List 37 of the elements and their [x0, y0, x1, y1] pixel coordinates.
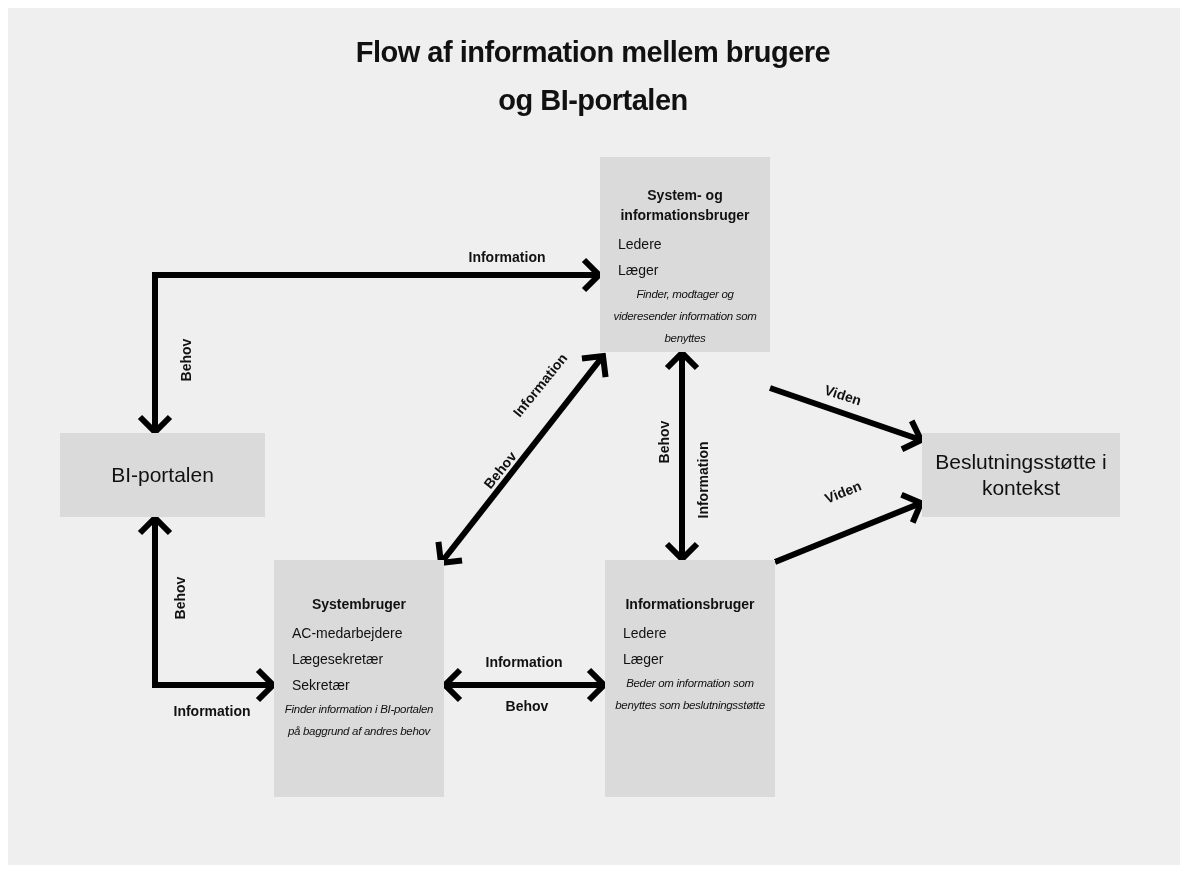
double-arrow: [435, 353, 609, 566]
node-heading: System- og informationsbruger: [619, 186, 751, 225]
process-box: [922, 433, 1120, 517]
role-item: Sekretær: [292, 676, 350, 695]
edge-label: Viden: [822, 381, 864, 409]
role-item: Ledere: [623, 624, 667, 643]
diagram-title: Flow af information mellem brugere og BI-portalen: [354, 35, 832, 118]
node-label: Beslutningsstøtte i kontekst: [934, 449, 1108, 501]
node-description: Finder, modtager og videresender information som benyttes: [612, 287, 758, 346]
arrow: [773, 491, 924, 565]
arrow: [769, 385, 924, 453]
role-item: Ledere: [618, 235, 662, 254]
role-item: Lægesekretær: [292, 650, 384, 669]
double-arrow: [137, 257, 602, 435]
node-heading: Informationsbruger: [624, 595, 756, 614]
flow-label: Behov: [656, 420, 672, 464]
double-arrow: [664, 350, 700, 562]
process-box: [274, 560, 444, 797]
process-box: [60, 433, 265, 517]
node-label: BI-portalen: [111, 462, 214, 488]
flow-label: Behov: [178, 338, 194, 382]
process-box: [600, 157, 770, 352]
process-box: [605, 560, 775, 797]
edge-label: Information: [173, 703, 251, 719]
edge-label: Information: [485, 654, 563, 670]
role-item: Læger: [618, 261, 659, 280]
node-description: Finder information i BI-portalen på baggrund af andres behov: [283, 702, 435, 739]
node-heading: Systembruger: [310, 595, 408, 614]
role-item: Læger: [623, 650, 664, 669]
edge-label: Information: [695, 441, 711, 519]
edge-label: Viden: [822, 477, 864, 507]
node-description: Beder om information som benyttes som beslutningsstøtte: [614, 676, 766, 713]
role-item: AC-medarbejdere: [292, 624, 403, 643]
double-arrow: [137, 515, 276, 703]
edge-label: Information: [468, 249, 546, 265]
flow-label: Behov: [172, 576, 188, 620]
flow-label: Behov: [505, 698, 549, 714]
